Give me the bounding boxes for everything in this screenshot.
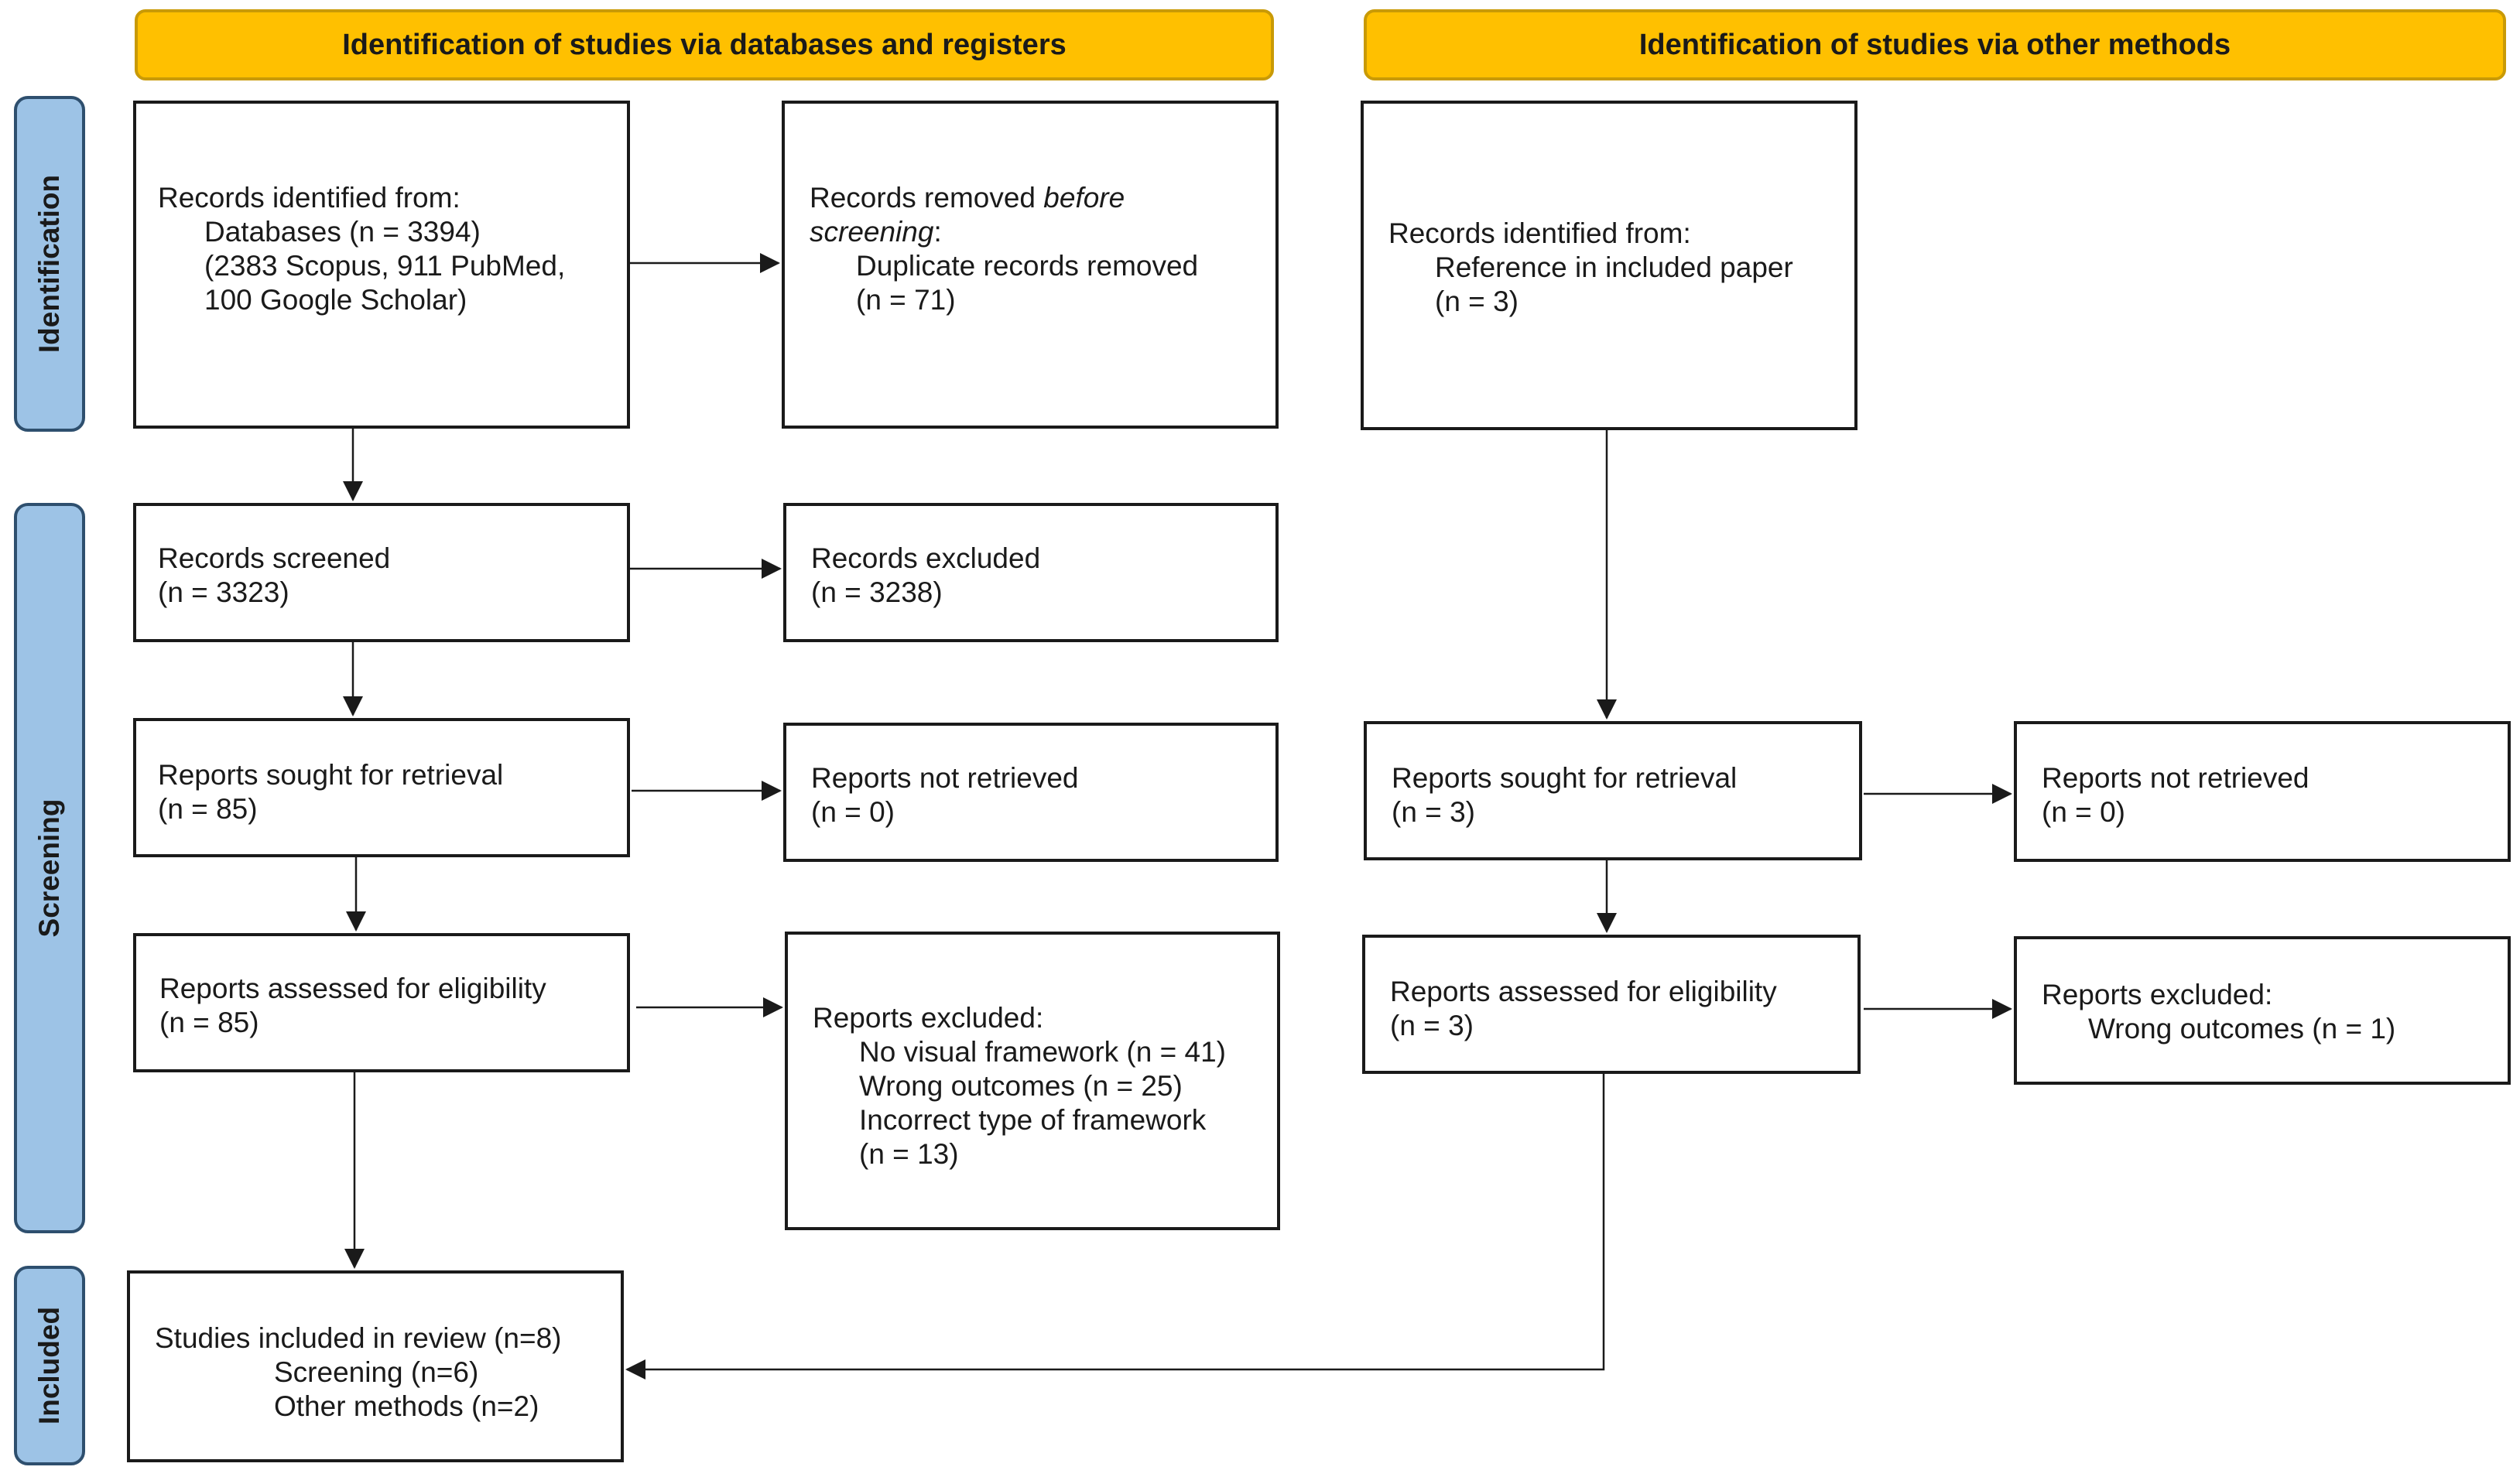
box-studies-included: Studies included in review (n=8) Screeni… [127,1270,624,1462]
box-other-reports-sought: Reports sought for retrieval (n = 3) [1364,721,1862,860]
removed-before-title-line-2: screening: [810,215,1275,249]
db-assessed-title: Reports assessed for eligibility [159,973,546,1004]
records-screened-title: Records screened [158,542,391,574]
db-excluded-line-2: Wrong outcomes (n = 25) [859,1070,1183,1102]
other-not-retrieved-title: Reports not retrieved [2042,762,2309,794]
box-other-records-identified: Records identified from: Reference in in… [1361,101,1857,430]
db-excluded-line-3: Incorrect type of framework [859,1104,1207,1136]
records-excluded-count: (n = 3238) [811,576,943,608]
box-db-reports-assessed: Reports assessed for eligibility (n = 85… [133,933,630,1072]
records-screened-count: (n = 3323) [158,576,289,608]
phase-screening: Screening [14,503,85,1233]
box-records-excluded: Records excluded (n = 3238) [783,503,1279,642]
header-databases: Identification of studies via databases … [135,9,1274,80]
removed-before-title: Records removed before [810,181,1275,215]
phase-included: Included [14,1266,85,1465]
records-excluded-title: Records excluded [811,542,1041,574]
box-db-reports-not-retrieved: Reports not retrieved (n = 0) [783,723,1279,862]
box-db-reports-excluded: Reports excluded: No visual framework (n… [785,932,1280,1230]
other-excluded-title: Reports excluded: [2042,979,2273,1010]
box-other-reports-not-retrieved: Reports not retrieved (n = 0) [2014,721,2511,862]
removed-before-line-2: (n = 71) [856,284,956,316]
other-identified-line-1: Reference in included paper [1435,251,1793,283]
db-not-retrieved-title: Reports not retrieved [811,762,1079,794]
box-db-reports-sought: Reports sought for retrieval (n = 85) [133,718,630,857]
other-sought-count: (n = 3) [1392,796,1475,828]
box-records-screened: Records screened (n = 3323) [133,503,630,642]
included-line-1: Screening (n=6) [274,1356,479,1388]
other-assessed-title: Reports assessed for eligibility [1390,976,1777,1007]
db-excluded-line-4: (n = 13) [859,1138,959,1170]
other-identified-line-2: (n = 3) [1435,285,1519,317]
db-assessed-count: (n = 85) [159,1007,259,1038]
other-excluded-line-1: Wrong outcomes (n = 1) [2088,1013,2396,1044]
db-excluded-title: Reports excluded: [813,1002,1044,1034]
removed-before-title-italic: before [1043,182,1125,214]
db-sought-count: (n = 85) [158,793,258,825]
db-excluded-line-1: No visual framework (n = 41) [859,1036,1226,1068]
header-databases-label: Identification of studies via databases … [342,28,1067,61]
db-identified-line-2: (2383 Scopus, 911 PubMed, [204,250,566,282]
db-identified-title: Records identified from: [158,182,461,214]
header-other-methods: Identification of studies via other meth… [1364,9,2506,80]
included-line-2: Other methods (n=2) [274,1390,539,1422]
box-other-reports-excluded: Reports excluded: Wrong outcomes (n = 1) [2014,936,2511,1085]
removed-before-title-plain: Records removed [810,182,1044,214]
removed-before-line-1: Duplicate records removed [856,250,1199,282]
included-title: Studies included in review (n=8) [155,1322,562,1354]
arrow-other-assessed-to-included [625,1074,1605,1380]
box-records-removed-before-screening: Records removed before screening: Duplic… [782,101,1279,429]
other-identified-title: Records identified from: [1388,217,1691,249]
db-identified-line-3: 100 Google Scholar) [204,284,467,316]
other-sought-title: Reports sought for retrieval [1392,762,1738,794]
phase-identification: Identification [14,96,85,432]
removed-before-title-colon: : [933,216,942,248]
db-not-retrieved-count: (n = 0) [811,796,895,828]
removed-before-title-italic-2: screening [810,216,934,248]
other-not-retrieved-count: (n = 0) [2042,796,2125,828]
box-db-records-identified: Records identified from: Databases (n = … [133,101,630,429]
db-identified-line-1: Databases (n = 3394) [204,216,481,248]
db-sought-title: Reports sought for retrieval [158,759,504,791]
other-assessed-count: (n = 3) [1390,1010,1474,1041]
header-other-methods-label: Identification of studies via other meth… [1638,28,2231,61]
box-other-reports-assessed: Reports assessed for eligibility (n = 3) [1362,935,1861,1074]
